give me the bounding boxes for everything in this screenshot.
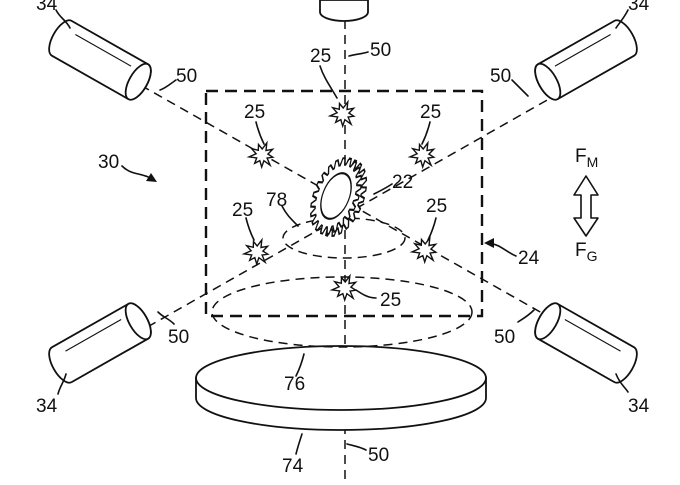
gear-icon: [309, 156, 368, 238]
label-beam-lower-right: 50: [494, 327, 515, 348]
label-emitter-bottom-left: 34: [36, 396, 58, 417]
particle-burst-icon: [409, 235, 438, 265]
label-gear: 22: [392, 172, 413, 193]
top-emitter: [319, 0, 369, 22]
leader-lines: [55, 9, 629, 455]
label-beam-upper-right: 50: [490, 66, 511, 87]
ring-lower: [211, 276, 473, 348]
gear-hub: [320, 172, 352, 220]
chamber-arrowhead-icon: [484, 238, 494, 248]
label-beam-lower-left: 50: [168, 327, 189, 348]
platform-disc: [195, 345, 487, 431]
particle-burst-icon: [327, 99, 356, 129]
label-particle-lower-right: 25: [426, 196, 447, 217]
label-beam-bottom: 50: [368, 445, 389, 466]
particle-burst-icon: [407, 140, 436, 170]
emitter-bottom-right: [534, 302, 638, 384]
label-force-gravity: FG: [575, 240, 598, 264]
particle-burst-icon: [329, 273, 358, 303]
system-arrowhead-icon: [146, 173, 157, 182]
chamber-box: [204, 89, 484, 318]
label-ring-upper: 78: [266, 190, 287, 211]
force-arrow-icon: [573, 175, 599, 237]
label-beam-top: 50: [370, 40, 391, 61]
label-emitter-top-right: 34: [628, 0, 650, 15]
label-beam-upper-left: 50: [176, 66, 197, 87]
label-particle-upper-left: 25: [244, 102, 265, 123]
label-emitter-top-left: 34: [36, 0, 58, 15]
label-particle-upper-right: 25: [420, 102, 441, 123]
label-platform: 74: [282, 456, 304, 477]
label-chamber: 24: [518, 248, 540, 269]
label-ring-lower: 76: [284, 374, 305, 395]
label-force-magnetic: FM: [575, 146, 598, 170]
particle-bursts: [241, 99, 438, 303]
label-emitter-bottom-right: 34: [628, 396, 650, 417]
label-system: 30: [98, 152, 119, 173]
label-particle-bottom: 25: [380, 290, 401, 311]
reference-labels: 34 34 34 34 50 50 50 50 50 50 25 25 25 2…: [36, 0, 650, 477]
label-particle-top: 25: [310, 46, 331, 67]
emitter-bottom-left: [48, 302, 152, 384]
emitter-top-right: [534, 19, 638, 101]
particle-burst-icon: [241, 237, 270, 267]
particle-burst-icon: [246, 140, 275, 170]
emitter-top-left: [48, 19, 152, 101]
label-particle-lower-left: 25: [232, 200, 253, 221]
